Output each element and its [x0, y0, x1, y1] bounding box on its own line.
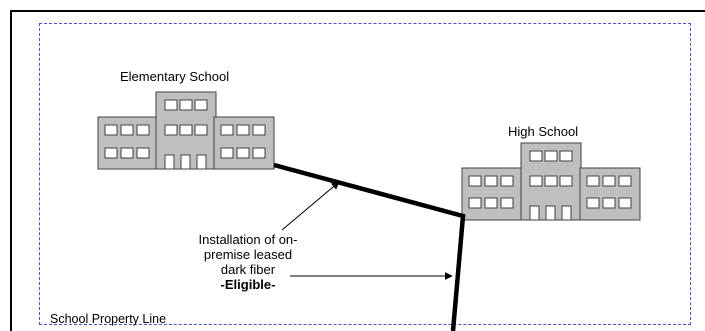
annotation-arrow-upper: [281, 181, 340, 231]
high-school-label: High School: [508, 124, 579, 139]
annotation-line-1: Installation of on-: [198, 232, 298, 247]
eligible-label: -Eligible-: [220, 277, 276, 292]
outer-frame: [10, 10, 705, 331]
elementary-school-building: [97, 91, 275, 170]
elementary-school-label: Elementary School: [120, 69, 230, 84]
school-property-line: [39, 23, 691, 325]
annotation-line-2: premise leased: [203, 247, 293, 262]
property-line-label: School Property Line: [50, 312, 167, 326]
high-school-building: [461, 142, 641, 221]
annotation-line-3: dark fiber: [220, 262, 276, 277]
dark-fiber-annotation: Installation of on- premise leased dark …: [170, 232, 326, 292]
